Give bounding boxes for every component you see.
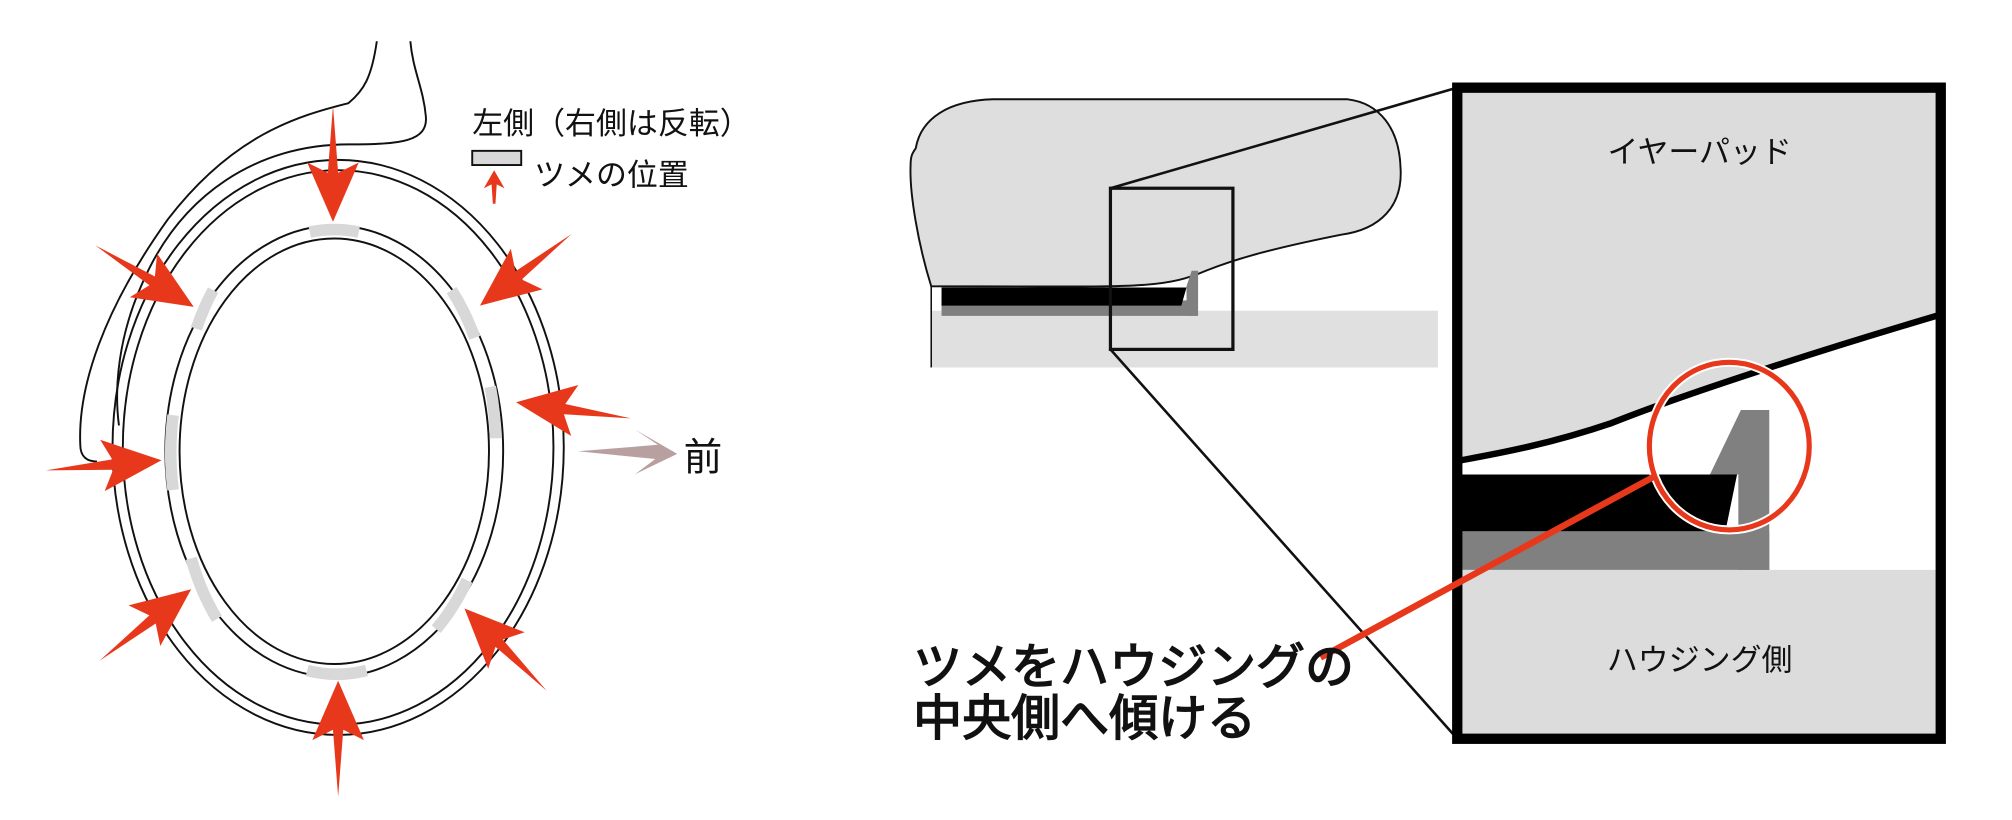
claw	[446, 286, 481, 340]
front-label: 前	[684, 436, 723, 481]
press-arrows	[43, 105, 635, 797]
arrow-icon	[312, 680, 364, 797]
callout-text-line2: 中央側へ傾ける	[913, 690, 1256, 747]
earpad-shape	[909, 98, 1402, 288]
claw-tip-grey	[1186, 270, 1199, 316]
arrow-icon	[81, 223, 208, 329]
zoom-region-box	[1108, 186, 1235, 352]
callout-line	[1319, 474, 1655, 661]
headband	[79, 41, 427, 463]
arrow-icon	[446, 590, 565, 709]
arrow-icon	[43, 434, 164, 497]
front-arrow-icon	[577, 429, 678, 475]
housing-strip	[931, 310, 1438, 368]
legend-arrow-icon	[483, 170, 505, 204]
claw-black-bar	[941, 287, 1187, 306]
earpad-zoomed	[1457, 87, 1941, 462]
arrow-icon	[512, 376, 635, 444]
claw	[484, 385, 502, 439]
cross-section-figure: イヤーパッド ハウジング側 ツメをハウジングの 中央側へ傾ける	[909, 82, 1946, 747]
callout-text-line1: ツメをハウジングの	[913, 638, 1354, 695]
claw-base-zoomed	[1457, 531, 1770, 570]
claw	[305, 664, 368, 680]
ear-cushion-figure: 前 左側（右側は反転） ツメの位置	[43, 41, 751, 797]
claw-ring-inner	[178, 237, 490, 665]
legend-claw-label: ツメの位置	[534, 158, 689, 194]
claw	[190, 287, 219, 331]
claw	[164, 414, 179, 491]
housing-label: ハウジング側	[1607, 642, 1793, 678]
earpad-label: イヤーパッド	[1607, 134, 1791, 170]
claw-positions	[164, 223, 502, 680]
legend-claw-swatch	[471, 149, 523, 166]
housing-zoomed	[1457, 569, 1941, 739]
arrow-icon	[83, 568, 208, 681]
claw	[431, 577, 473, 633]
claw	[185, 556, 222, 622]
arrow-icon	[307, 105, 359, 222]
zoomed-detail-panel: イヤーパッド ハウジング側	[1452, 82, 1946, 744]
legend-title: 左側（右側は反転）	[472, 106, 750, 142]
claw	[308, 223, 360, 238]
claw-black-zoomed	[1457, 474, 1738, 532]
